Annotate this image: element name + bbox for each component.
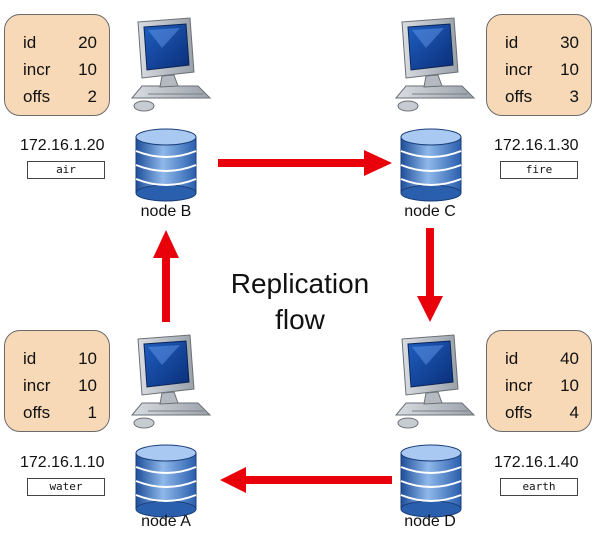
node-c-incr-key: incr <box>505 60 533 79</box>
node-a-offs-key: offs <box>23 403 51 422</box>
node-b-offs-value: 2 <box>87 87 97 106</box>
node-c-id-value: 30 <box>560 33 579 52</box>
node-c-incr-value: 10 <box>560 60 579 79</box>
node-b-id-key: id <box>23 33 37 52</box>
arrow-c-to-d <box>417 228 443 322</box>
node-d-id-row: id 40 <box>505 345 579 372</box>
node-a-offs-row: offs 1 <box>23 399 97 426</box>
node-b-id-row: id 20 <box>23 29 97 56</box>
node-b-ip-address: 172.16.1.20 <box>20 137 105 154</box>
node-b-offs-row: offs 2 <box>23 83 97 110</box>
node-b-incr-row: incr 10 <box>23 56 97 83</box>
node-b-label: node B <box>140 203 192 220</box>
node-a-ip-address: 172.16.1.10 <box>20 454 105 471</box>
node-d-id-key: id <box>505 349 519 368</box>
node-d-ip-address: 172.16.1.40 <box>494 454 579 471</box>
node-c-ip-address: 172.16.1.30 <box>494 137 579 154</box>
node-c-id-key: id <box>505 33 519 52</box>
node-d-id-value: 40 <box>560 349 579 368</box>
node-d-incr-row: incr 10 <box>505 372 579 399</box>
node-d-hostname-box: earth <box>500 478 578 496</box>
node-b-incr-value: 10 <box>78 60 97 79</box>
node-a-id-value: 10 <box>78 349 97 368</box>
node-a-id-row: id 10 <box>23 345 97 372</box>
node-d-incr-value: 10 <box>560 376 579 395</box>
node-a-hostname-box: water <box>27 478 105 496</box>
node-b-incr-key: incr <box>23 60 51 79</box>
node-d-label: node D <box>404 513 456 530</box>
node-c-incr-row: incr 10 <box>505 56 579 83</box>
arrow-d-to-a <box>220 467 392 493</box>
node-b-offs-key: offs <box>23 87 51 106</box>
node-d-offs-value: 4 <box>569 403 579 422</box>
node-c-offs-row: offs 3 <box>505 83 579 110</box>
node-c-hostname-box: fire <box>500 161 578 179</box>
replication-flow-title: Replication flow <box>210 266 390 338</box>
node-d-incr-key: incr <box>505 376 533 395</box>
node-c-offs-value: 3 <box>569 87 579 106</box>
arrow-b-to-c <box>218 150 392 176</box>
node-b-info-panel: id 20 incr 10 offs 2 <box>4 14 110 116</box>
node-c-id-row: id 30 <box>505 29 579 56</box>
node-a-label: node A <box>141 513 191 530</box>
node-a-offs-value: 1 <box>87 403 97 422</box>
node-b-hostname-box: air <box>27 161 105 179</box>
node-a-incr-key: incr <box>23 376 51 395</box>
node-c-label: node C <box>404 203 456 220</box>
title-line-2: flow <box>275 304 325 335</box>
node-a-incr-row: incr 10 <box>23 372 97 399</box>
node-d-offs-key: offs <box>505 403 533 422</box>
node-a-info-panel: id 10 incr 10 offs 1 <box>4 330 110 432</box>
node-d-info-panel: id 40 incr 10 offs 4 <box>486 330 592 432</box>
node-b-id-value: 20 <box>78 33 97 52</box>
arrow-a-to-b <box>153 230 179 322</box>
node-c-offs-key: offs <box>505 87 533 106</box>
node-d-offs-row: offs 4 <box>505 399 579 426</box>
node-a-id-key: id <box>23 349 37 368</box>
node-c-info-panel: id 30 incr 10 offs 3 <box>486 14 592 116</box>
title-line-1: Replication <box>230 268 370 299</box>
node-a-incr-value: 10 <box>78 376 97 395</box>
